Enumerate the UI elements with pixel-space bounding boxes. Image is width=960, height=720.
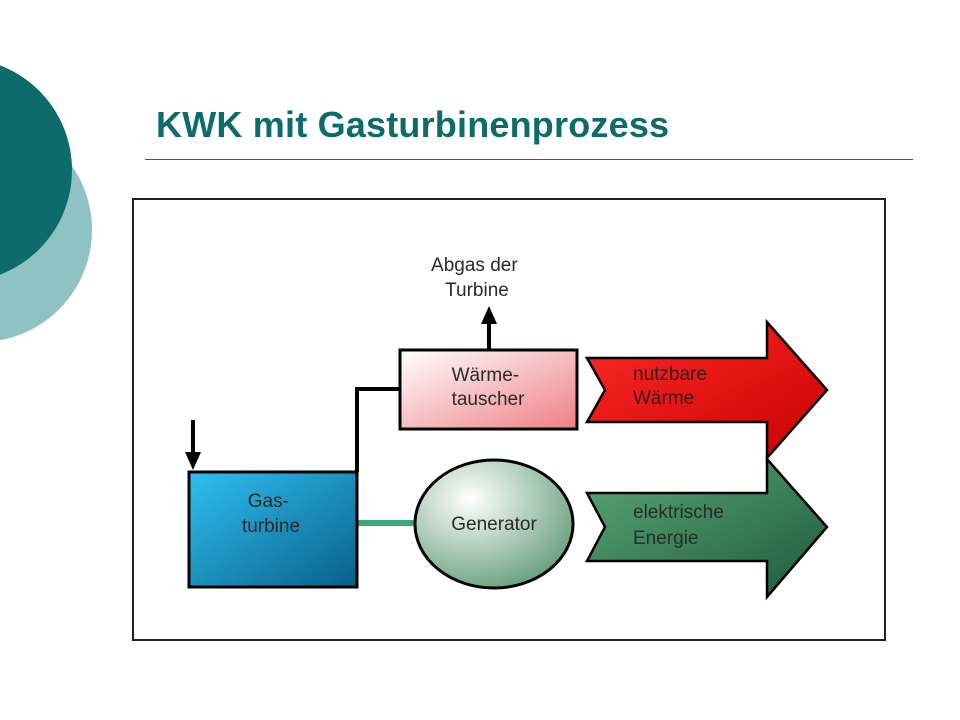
- generator-circle: [413, 458, 575, 590]
- heat-exchanger-box: [398, 348, 579, 431]
- gas-turbine-label: Gas- turbine: [242, 491, 300, 537]
- generator-label: Generator: [451, 514, 537, 535]
- exhaust-outlet-arrow: [481, 306, 497, 350]
- dark-teal-circle: [0, 65, 72, 275]
- exhaust-label: Abgas der Turbine: [431, 255, 523, 301]
- useful-heat-label: nutzbare Wärme: [633, 364, 712, 409]
- electric-energy-arrow: [584, 455, 829, 601]
- title-divider: [145, 159, 913, 160]
- decorative-circles: [0, 65, 92, 341]
- fuel-input-arrow: [185, 420, 201, 470]
- gas-turbine-box: [187, 470, 359, 589]
- slide-title: KWK mit Gasturbinenprozess: [156, 104, 670, 145]
- electric-energy-label: elektrische Energie: [633, 502, 729, 549]
- exhaust-line: [355, 387, 400, 472]
- heat-exchanger-label: Wärme- tauscher: [452, 365, 526, 410]
